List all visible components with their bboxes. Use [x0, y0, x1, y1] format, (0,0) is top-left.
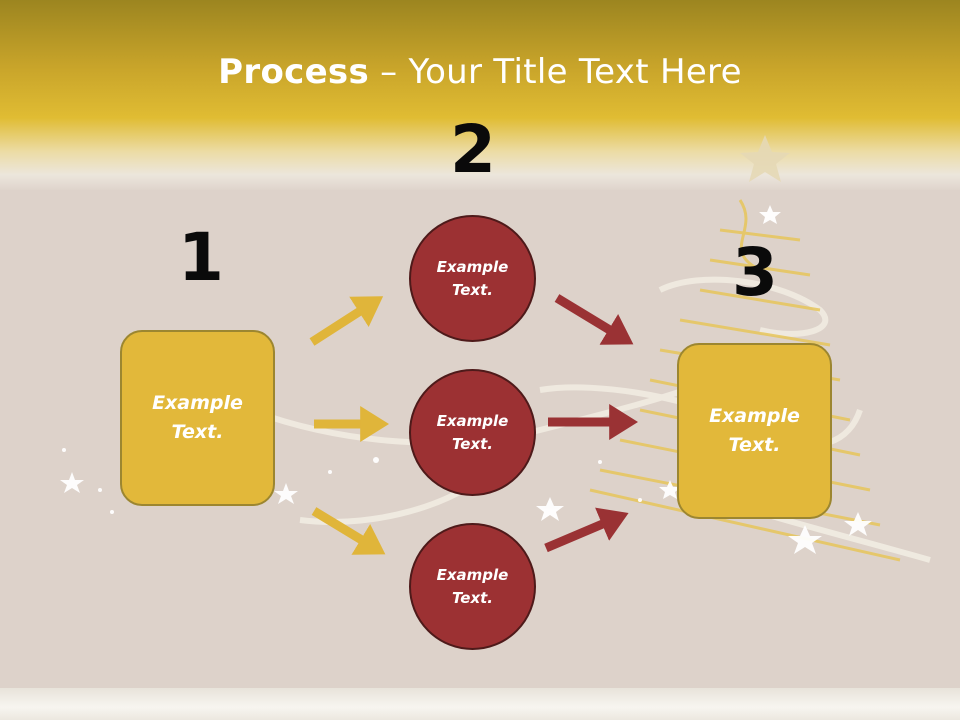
- arrow-icon-gold-down: [311, 507, 386, 555]
- step-2-text-top: Example Text.: [436, 257, 509, 299]
- header-band: [0, 0, 960, 190]
- step-2-circle-middle: Example Text.: [409, 369, 536, 496]
- step-number-3: 3: [732, 234, 778, 311]
- step-2-circle-bottom: Example Text.: [409, 523, 536, 650]
- step-3-box: Example Text.: [677, 343, 832, 519]
- arrow-icon-red-up: [544, 507, 629, 553]
- step-2-text-bottom: Example Text.: [436, 565, 509, 607]
- title-bold: Process: [218, 52, 370, 92]
- step-2-circle-top: Example Text.: [409, 215, 536, 342]
- step-1-box: Example Text.: [120, 330, 275, 506]
- step-number-1: 1: [178, 219, 224, 296]
- title-separator: –: [369, 52, 409, 92]
- step-1-text: Example Text.: [152, 392, 243, 443]
- footer-band: [0, 688, 960, 720]
- step-number-2: 2: [450, 111, 496, 188]
- step-2-text-middle: Example Text.: [436, 411, 509, 453]
- arrow-icon-red-down: [554, 294, 634, 345]
- star-icons: [740, 135, 790, 182]
- title-rest: Your Title Text Here: [408, 52, 742, 92]
- step-3-text: Example Text.: [709, 405, 800, 456]
- arrow-icon-gold-up: [309, 296, 384, 346]
- slide-title: Process – Your Title Text Here: [0, 52, 960, 92]
